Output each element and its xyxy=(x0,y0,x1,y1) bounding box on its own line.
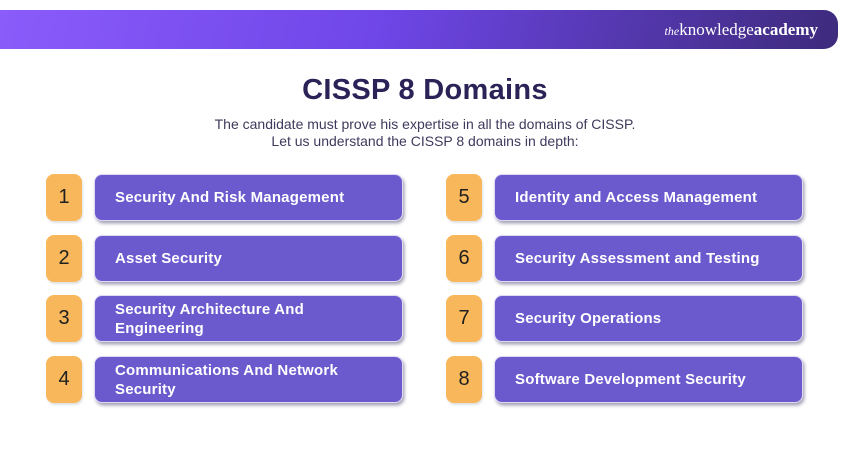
logo-text-knowledge: knowledge xyxy=(679,19,754,39)
domain-label: Security And Risk Management xyxy=(115,189,345,206)
domain-item: 4 Communications And Network Security xyxy=(46,356,403,403)
domain-number-badge: 6 xyxy=(446,235,482,282)
domain-label-bar: Communications And Network Security xyxy=(94,356,403,403)
domain-number-badge: 3 xyxy=(46,295,82,342)
domain-label: Security Assessment and Testing xyxy=(515,250,760,267)
domain-label-bar: Identity and Access Management xyxy=(494,174,803,221)
domain-number-badge: 2 xyxy=(46,235,82,282)
domain-item: 5 Identity and Access Management xyxy=(446,174,803,221)
domain-label-bar: Asset Security xyxy=(94,235,403,282)
domain-item: 2 Asset Security xyxy=(46,235,403,282)
domain-item: 1 Security And Risk Management xyxy=(46,174,403,221)
subtitle-line-2: Let us understand the CISSP 8 domains in… xyxy=(271,133,579,149)
domain-label: Security Architecture And Engineering xyxy=(115,300,304,337)
page-title: CISSP 8 Domains xyxy=(302,74,548,106)
domain-item: 3 Security Architecture And Engineering xyxy=(46,295,403,342)
heading-block: CISSP 8 Domains The candidate must prove… xyxy=(0,74,850,150)
logo-text-the: the xyxy=(664,23,680,38)
logo-text-academy: academy xyxy=(753,19,818,39)
domain-label-bar: Software Development Security xyxy=(494,356,803,403)
domain-label-bar: Security Architecture And Engineering xyxy=(94,295,403,342)
knowledge-academy-logo: theknowledgeacademy xyxy=(665,21,818,39)
domain-number-badge: 4 xyxy=(46,356,82,403)
domain-number-badge: 1 xyxy=(46,174,82,221)
domain-label: Security Operations xyxy=(515,310,662,327)
domain-number-badge: 5 xyxy=(446,174,482,221)
domain-item: 6 Security Assessment and Testing xyxy=(446,235,803,282)
domain-label: Communications And Network Security xyxy=(115,361,338,398)
domain-label: Identity and Access Management xyxy=(515,189,758,206)
domain-label: Software Development Security xyxy=(515,371,746,388)
domain-number-badge: 8 xyxy=(446,356,482,403)
domain-item: 7 Security Operations xyxy=(446,295,803,342)
header-bar: theknowledgeacademy xyxy=(0,10,838,49)
domain-number-badge: 7 xyxy=(446,295,482,342)
domain-label-bar: Security Operations xyxy=(494,295,803,342)
subtitle-line-1: The candidate must prove his expertise i… xyxy=(214,116,636,132)
domain-label-bar: Security And Risk Management xyxy=(94,174,403,221)
domain-item: 8 Software Development Security xyxy=(446,356,803,403)
domain-label: Asset Security xyxy=(115,250,223,267)
domain-label-bar: Security Assessment and Testing xyxy=(494,235,803,282)
